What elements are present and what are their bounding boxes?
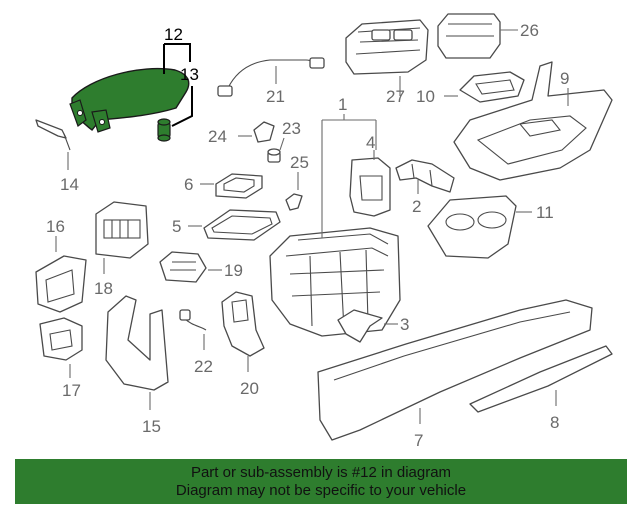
part-15-side-trim: [105, 295, 169, 391]
hinge-hole-right: [99, 119, 105, 125]
leader-12: [163, 43, 191, 74]
callout-3: 3: [400, 315, 409, 334]
callout-10: 10: [416, 87, 435, 106]
callout-22: 22: [194, 357, 213, 376]
callout-9: 9: [560, 69, 569, 88]
part-14-rod: [35, 119, 71, 151]
diagram-canvas: 12 13 14 21 27 26: [35, 13, 613, 450]
part-27-switch-module: [345, 19, 429, 75]
callout-27: 27: [386, 87, 405, 106]
callout-12: 12: [164, 25, 183, 44]
part-21-cable: [217, 57, 325, 97]
callout-17: 17: [62, 381, 81, 400]
part-16-vent-bezel: [35, 255, 87, 313]
part-24-clip: [253, 121, 275, 143]
part-6-tray: [215, 173, 263, 199]
part-7-side-panel: [317, 299, 593, 441]
part-11-cupholder: [427, 195, 517, 259]
callout-19: 19: [224, 261, 243, 280]
part-3-bracket: [337, 309, 383, 343]
banner-line-part: Part or sub-assembly is #12 in diagram: [190, 463, 452, 481]
latch-base: [157, 134, 171, 142]
leader-23: [279, 137, 285, 151]
part-22-connector: [179, 309, 207, 331]
part-8-trim-strip: [469, 345, 613, 413]
callout-21: 21: [266, 87, 285, 106]
part-25-bracket: [285, 193, 303, 211]
callout-7: 7: [414, 431, 423, 450]
part-1-console-body: [269, 227, 401, 337]
banner-line-disclaimer: Diagram may not be specific to your vehi…: [175, 481, 467, 499]
callout-1: 1: [338, 95, 347, 114]
leader-13: [171, 86, 193, 127]
part-17-lower-bracket: [39, 317, 83, 361]
callout-8: 8: [550, 413, 559, 432]
callout-4: 4: [366, 133, 375, 152]
info-banner: Part or sub-assembly is #12 in diagram D…: [15, 459, 627, 504]
callout-24: 24: [208, 127, 227, 146]
part-23-fastener: [267, 148, 281, 163]
hinge-hole-left: [77, 110, 83, 116]
callout-15: 15: [142, 417, 161, 436]
callout-11: 11: [536, 203, 554, 222]
part-2-bracket: [395, 159, 455, 193]
callout-25: 25: [290, 153, 309, 172]
part-18-rear-vent-panel: [95, 201, 149, 259]
latch-cap: [157, 118, 171, 126]
part-12-armrest-lid[interactable]: [69, 67, 190, 133]
callout-26: 26: [520, 21, 539, 40]
callout-13: 13: [180, 65, 199, 84]
part-13-latch[interactable]: [157, 118, 171, 142]
part-4-bracket: [349, 157, 391, 217]
callout-14: 14: [60, 175, 79, 194]
callout-6: 6: [184, 175, 193, 194]
callout-23: 23: [282, 119, 301, 138]
callout-16: 16: [46, 217, 65, 236]
callout-2: 2: [412, 197, 421, 216]
part-20-duct: [221, 291, 265, 357]
callout-18: 18: [94, 279, 113, 298]
callout-5: 5: [172, 217, 181, 236]
callout-20: 20: [240, 379, 259, 398]
leader-1: [321, 114, 377, 238]
part-10-trim: [459, 71, 525, 103]
part-19-vent: [159, 251, 207, 283]
part-26-switch-block: [437, 13, 501, 59]
part-5-mat: [203, 209, 281, 241]
armrest-lid-shape: [71, 67, 190, 131]
part-9-top-panel: [453, 61, 613, 181]
